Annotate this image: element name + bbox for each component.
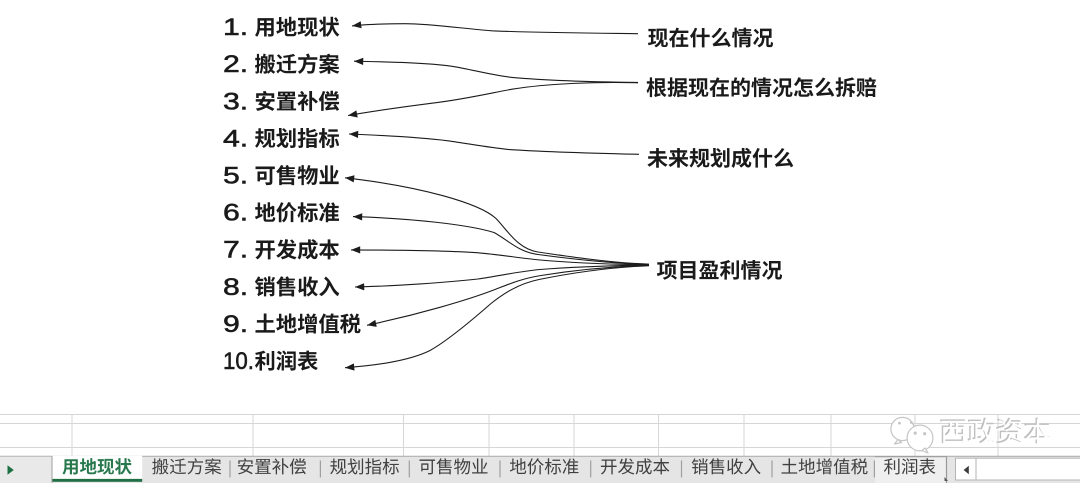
svg-text:7.: 7. bbox=[223, 237, 248, 264]
svg-text:5.: 5. bbox=[223, 163, 248, 190]
svg-text:10.: 10. bbox=[223, 348, 254, 375]
svg-text:1.: 1. bbox=[223, 14, 248, 41]
svg-text:3.: 3. bbox=[223, 88, 248, 115]
svg-text:8.: 8. bbox=[223, 274, 248, 301]
svg-text:2.: 2. bbox=[223, 51, 248, 78]
svg-text:4.: 4. bbox=[223, 125, 248, 152]
svg-text:9.: 9. bbox=[223, 311, 248, 338]
svg-text:6.: 6. bbox=[223, 200, 248, 227]
